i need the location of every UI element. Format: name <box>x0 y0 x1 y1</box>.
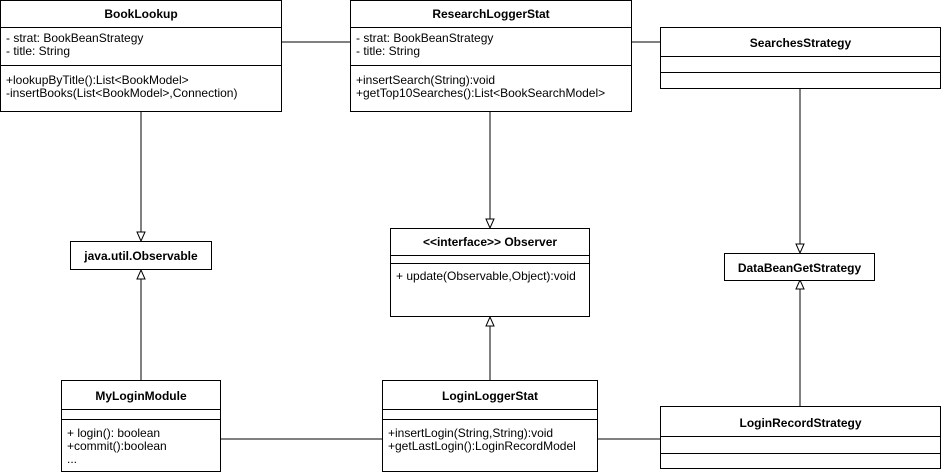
class-myloginmodule: MyLoginModule + login(): boolean +commit… <box>61 380 221 472</box>
class-name: DataBeanGetStrategy <box>737 261 862 275</box>
methods-section <box>661 453 940 468</box>
class-loginrecordstrategy: LoginRecordStrategy <box>660 406 941 469</box>
class-name: BookLookup <box>104 7 178 21</box>
class-researchloggerstat: ResearchLoggerStat - strat: BookBeanStra… <box>350 0 632 112</box>
method: + update(Observable,Object):void <box>396 269 576 283</box>
class-observable: java.util.Observable <box>70 241 212 270</box>
methods-section: + login(): boolean +commit():boolean ... <box>62 419 220 471</box>
methods-section: +insertLogin(String,String):void +getLas… <box>383 419 597 471</box>
arrowhead-databeangetstrategy-bottom <box>795 278 805 290</box>
attributes-section <box>62 409 220 420</box>
methods-section <box>661 72 940 88</box>
method: +getTop10Searches():List<BookSearchModel… <box>356 86 606 100</box>
attributes-section: - strat: BookBeanStrategy - title: Strin… <box>351 27 631 64</box>
attributes-section <box>661 56 940 73</box>
class-name: SearchesStrategy <box>749 36 852 50</box>
class-name: MyLoginModule <box>95 389 187 403</box>
method: -insertBooks(List<BookModel>,Connection) <box>6 86 238 100</box>
methods-section: +lookupByTitle():List<BookModel> -insert… <box>1 65 281 111</box>
attribute: - strat: BookBeanStrategy <box>356 31 494 45</box>
class-observer: <<interface>> Observer + update(Observab… <box>390 228 590 317</box>
attributes-section <box>383 409 597 420</box>
class-name: ResearchLoggerStat <box>432 7 550 21</box>
method: +getLastLogin():LoginRecordModel <box>388 439 576 453</box>
method: +commit():boolean <box>67 439 167 453</box>
class-searchesstrategy: SearchesStrategy <box>660 27 941 89</box>
attributes-section <box>391 255 589 263</box>
methods-section: + update(Observable,Object):void <box>391 263 589 316</box>
method: +insertLogin(String,String):void <box>388 426 554 440</box>
method: ... <box>67 452 78 466</box>
arrowhead-observable-bottom <box>136 268 146 280</box>
class-booklookup: BookLookup - strat: BookBeanStrategy - t… <box>0 0 282 112</box>
method: +insertSearch(String):void <box>356 73 496 87</box>
attribute: - title: String <box>6 44 71 58</box>
arrowhead-databeangetstrategy-top <box>795 243 805 255</box>
class-name: <<interface>> Observer <box>422 235 558 249</box>
attributes-section: - strat: BookBeanStrategy - title: Strin… <box>1 27 281 64</box>
attributes-section <box>661 436 940 454</box>
methods-section: +insertSearch(String):void +getTop10Sear… <box>351 65 631 111</box>
arrowhead-observable-top <box>136 231 146 243</box>
attribute: - title: String <box>356 44 421 58</box>
method: + login(): boolean <box>67 426 161 440</box>
arrowhead-observer-bottom <box>485 315 495 327</box>
class-name: LoginRecordStrategy <box>739 416 862 430</box>
class-name: java.util.Observable <box>84 249 198 263</box>
method: +lookupByTitle():List<BookModel> <box>6 73 189 87</box>
class-name: LoginLoggerStat <box>442 389 538 403</box>
class-loginloggerstat: LoginLoggerStat +insertLogin(String,Stri… <box>382 380 598 472</box>
attribute: - strat: BookBeanStrategy <box>6 31 144 45</box>
class-databeangetstrategy: DataBeanGetStrategy <box>724 253 875 281</box>
arrowhead-observer-top <box>485 218 495 230</box>
